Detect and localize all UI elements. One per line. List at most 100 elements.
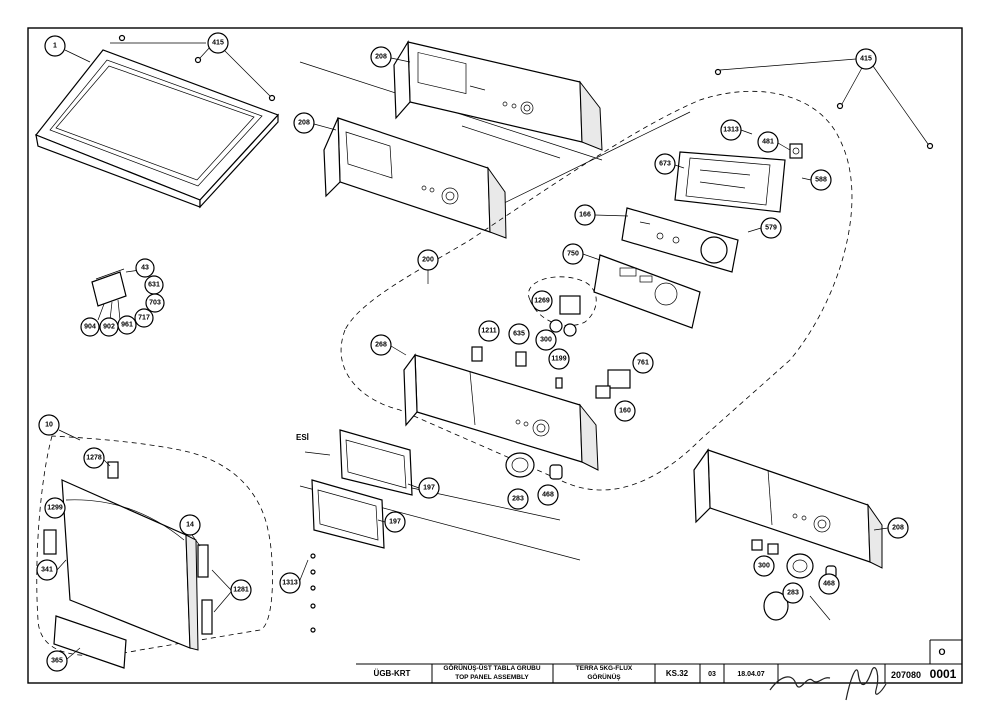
part-board-holder [674,151,786,213]
part-drawer-front-upper [339,429,413,496]
part-top-lid [35,34,280,209]
subassembly-outline-10 [36,435,273,656]
svg-text:208: 208 [892,525,904,532]
callout-1278: 1278 [83,447,105,469]
svg-text:635: 635 [513,331,525,338]
callout-10: 10 [38,414,60,436]
callout-588: 588 [810,169,832,191]
date: 18.04.07 [737,671,764,678]
svg-text:717: 717 [138,315,150,322]
svg-text:1278: 1278 [86,455,102,462]
svg-text:166: 166 [579,212,591,219]
svg-text:283: 283 [787,590,799,597]
svg-text:208: 208 [375,54,387,61]
callout-415: 415 [855,48,877,70]
svg-text:673: 673 [659,161,671,168]
callout-481: 481 [757,131,779,153]
callout-341: 341 [36,559,58,581]
title-english: TOP PANEL ASSEMBLY [455,674,529,681]
part-control-panel-middle [403,353,599,471]
svg-text:197: 197 [423,485,435,492]
callout-283: 283 [507,488,529,510]
part-button-468 [549,464,563,480]
part-drawer-front-lower [311,479,385,549]
callout-166: 166 [574,204,596,226]
callout-160: 160 [614,400,636,422]
callout-197: 197 [418,477,440,499]
callout-673: 673 [654,153,676,175]
svg-text:197: 197 [389,519,401,526]
callout-631: 631 [144,275,164,295]
callout-703: 703 [145,293,165,313]
model-view: GÖRÜNÜŞ [587,672,621,681]
callout-415: 415 [207,32,229,54]
callout-468: 468 [818,573,840,595]
part-program-knob [505,452,535,478]
callout-761: 761 [632,352,654,374]
svg-text:208: 208 [298,120,310,127]
part-control-panel-lower [323,117,507,239]
designer-code: ÜGB-KRT [374,669,411,678]
callout-208: 208 [293,112,315,134]
stray-label: ESİ [296,433,309,442]
part-control-panel-upper [393,39,603,151]
callout-1: 1 [44,35,66,57]
title-turkish: GÖRÜNÜŞ-ÜST TABLA GRUBU [443,663,540,672]
part-led-holders [471,346,563,389]
drawing-number: 207080 [891,670,921,680]
svg-text:1269: 1269 [534,298,550,305]
svg-text:481: 481 [762,139,774,146]
callout-1299: 1299 [44,497,66,519]
svg-text:300: 300 [758,563,770,570]
model-line: TERRA 5KG-FLUX [576,665,633,672]
svg-text:300: 300 [540,337,552,344]
callout-902: 902 [99,317,119,337]
svg-text:415: 415 [212,40,224,47]
svg-text:160: 160 [619,408,631,415]
part-door-switch-761 [595,369,631,399]
svg-text:961: 961 [121,322,133,329]
part-switch-481 [789,143,803,159]
sheet-code: KS.32 [666,669,689,678]
part-display-pcb [621,207,739,273]
svg-text:10: 10 [45,422,53,429]
part-manual-booklet [91,268,141,321]
callout-1313: 1313 [279,572,301,594]
svg-text:1313: 1313 [723,127,739,134]
svg-text:631: 631 [148,282,160,289]
callout-197: 197 [384,511,406,533]
handwritten-signature [769,667,887,701]
part-main-pcb [593,254,701,329]
svg-text:1313: 1313 [282,580,298,587]
part-screws-415 [714,58,934,150]
part-filter-cover-365 [53,615,127,669]
corner-letter: O [938,647,945,657]
callout-1313: 1313 [720,119,742,141]
callout-1199: 1199 [548,348,570,370]
svg-text:902: 902 [103,324,115,331]
svg-text:283: 283 [512,496,524,503]
callout-904: 904 [80,317,100,337]
part-encoder-1269 [549,295,581,337]
svg-text:1281: 1281 [233,587,249,594]
callout-283: 283 [782,582,804,604]
callout-961: 961 [117,315,137,335]
svg-text:268: 268 [375,342,387,349]
svg-text:200: 200 [422,257,434,264]
svg-text:341: 341 [41,567,53,574]
callout-1211: 1211 [478,320,500,342]
svg-text:904: 904 [84,324,96,331]
callout-579: 579 [760,217,782,239]
callout-1281: 1281 [230,579,252,601]
subassembly-outline-200 [340,90,853,491]
callout-208: 208 [370,46,392,68]
callout-43: 43 [135,258,155,278]
title-block: ÜGB-KRT GÖRÜNÜŞ-ÜST TABLA GRUBU TOP PANE… [356,639,962,683]
drawing-suffix: 0001 [930,667,957,681]
svg-text:588: 588 [815,177,827,184]
revision: 03 [708,671,716,678]
svg-text:1211: 1211 [481,328,496,335]
svg-text:1199: 1199 [551,356,566,363]
callout-750: 750 [562,243,584,265]
callout-300: 300 [535,329,557,351]
